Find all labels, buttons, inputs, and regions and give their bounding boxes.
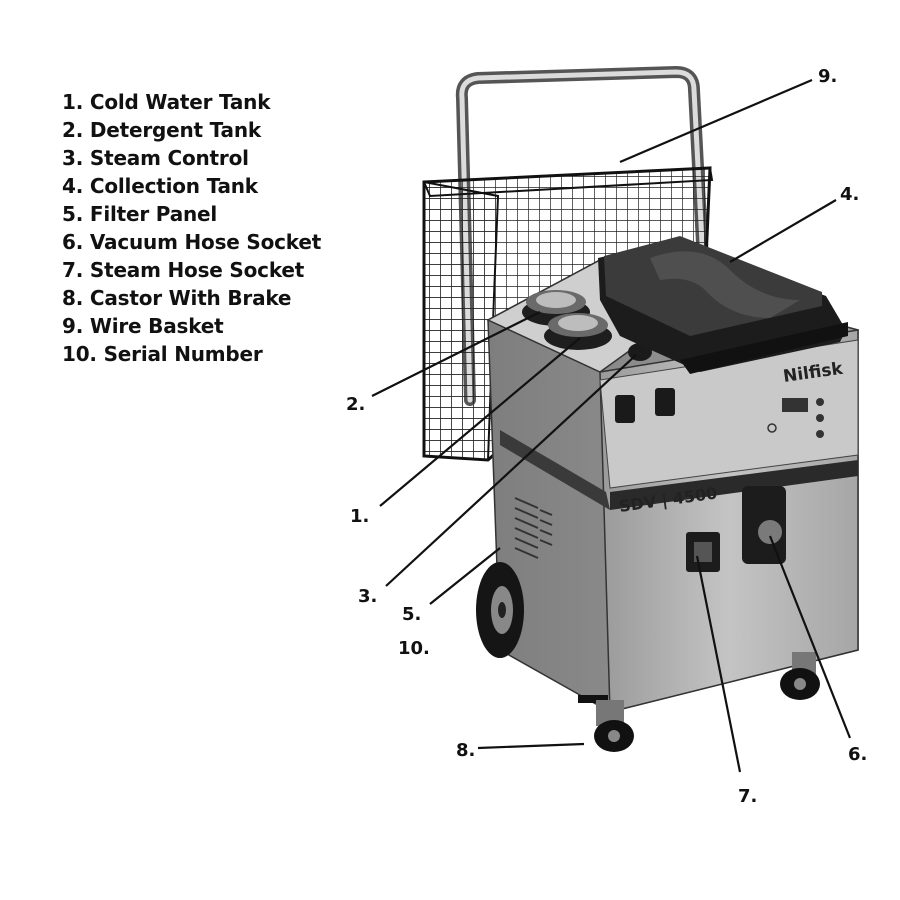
callout-2: 2. bbox=[346, 394, 365, 415]
legend-item: 10. Serial Number bbox=[62, 342, 263, 366]
legend-item: 4. Collection Tank bbox=[62, 174, 258, 198]
legend-item: 7. Steam Hose Socket bbox=[62, 258, 305, 282]
legend-item: 3. Steam Control bbox=[62, 146, 249, 170]
parts-legend: 1. Cold Water Tank 2. Detergent Tank 3. … bbox=[62, 88, 321, 368]
push-handle bbox=[455, 65, 712, 406]
legend-item: 8. Castor With Brake bbox=[62, 286, 292, 310]
callout-1: 1. bbox=[350, 506, 369, 527]
legend-item: 5. Filter Panel bbox=[62, 202, 218, 226]
machine-body bbox=[486, 259, 859, 713]
callout-7: 7. bbox=[738, 786, 757, 807]
callout-10: 10. bbox=[398, 638, 430, 659]
front-castor bbox=[780, 652, 820, 700]
legend-item: 9. Wire Basket bbox=[62, 314, 224, 338]
steam-hose-socket bbox=[686, 532, 720, 572]
legend-item: 2. Detergent Tank bbox=[62, 118, 261, 142]
callout-8: 8. bbox=[456, 740, 475, 761]
rear-wheel bbox=[476, 562, 524, 658]
leader-lines bbox=[371, 78, 852, 773]
legend-item: 6. Vacuum Hose Socket bbox=[62, 230, 322, 254]
callout-3: 3. bbox=[358, 586, 377, 607]
castor-with-brake bbox=[578, 695, 634, 752]
callout-9: 9. bbox=[818, 66, 837, 87]
collection-tank bbox=[598, 236, 848, 374]
callout-6: 6. bbox=[848, 744, 867, 765]
vacuum-hose-socket bbox=[742, 486, 786, 564]
callout-5: 5. bbox=[402, 604, 421, 625]
cold-water-tank-cap bbox=[544, 313, 612, 350]
callout-4: 4. bbox=[840, 184, 859, 205]
legend-item: 1. Cold Water Tank bbox=[62, 90, 271, 114]
